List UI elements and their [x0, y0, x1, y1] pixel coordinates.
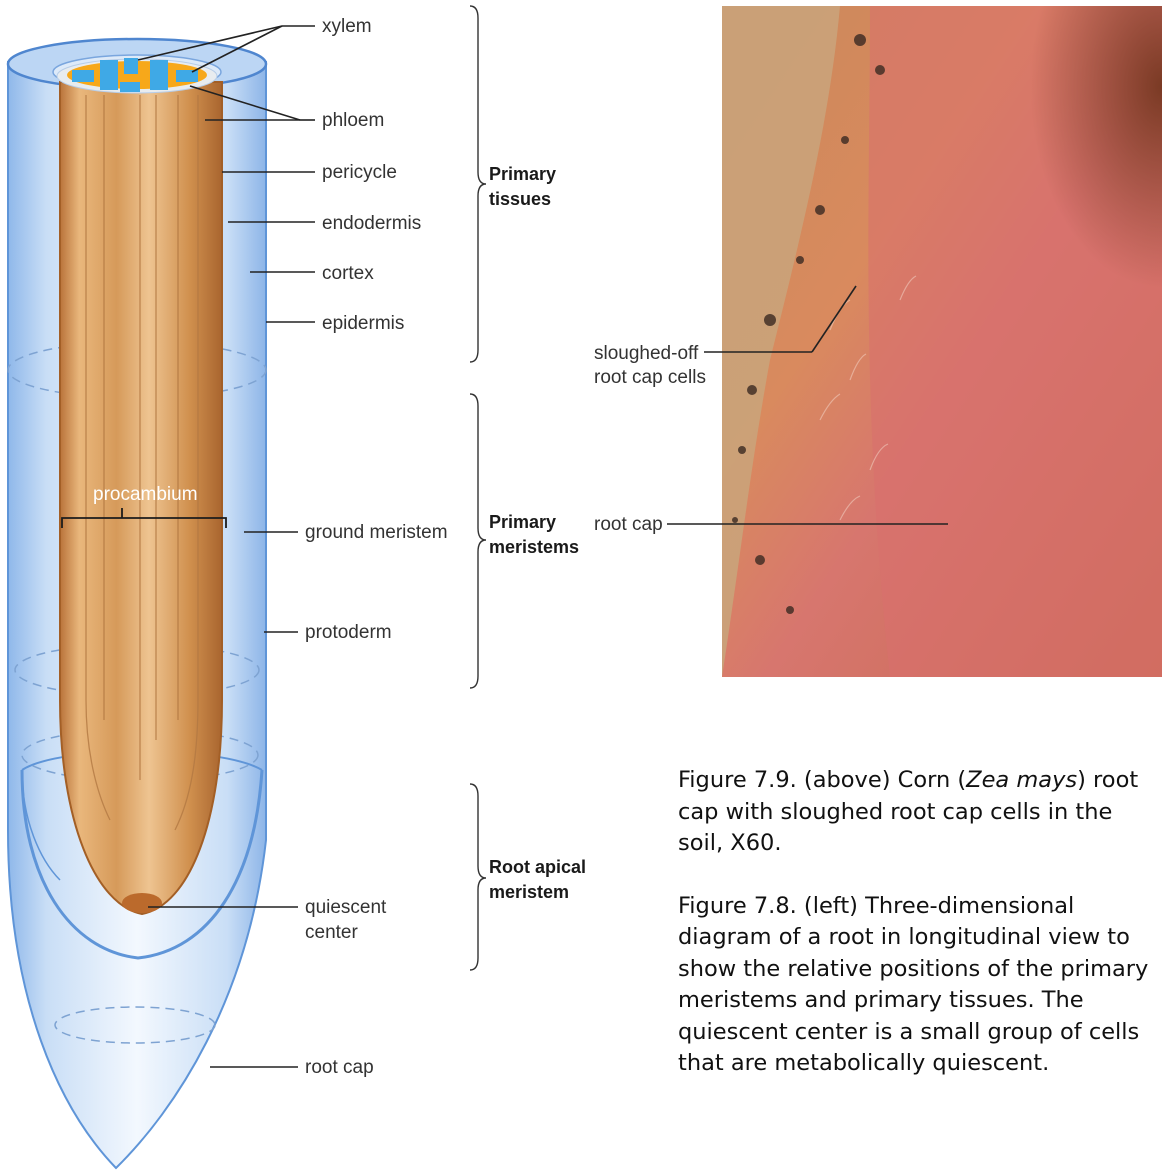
group-primary-meristems-1: Primary [489, 512, 556, 532]
caption-fig79-line3: soil, X60. [678, 828, 1162, 860]
label-quiescent-center-1: quiescent [305, 897, 387, 918]
caption-fig78-line4: meristems and primary tissues. The [678, 985, 1162, 1017]
group-root-apical-2: meristem [489, 882, 569, 902]
brace-root-apical-meristem [470, 784, 486, 970]
caption-fig78-line6: that are metabolically quiescent. [678, 1048, 1162, 1080]
caption-fig78-line3: show the relative positions of the prima… [678, 954, 1162, 986]
label-endodermis: endodermis [322, 213, 421, 234]
label-pericycle: pericycle [322, 162, 397, 183]
label-cortex: cortex [322, 263, 374, 284]
group-primary-meristems-2: meristems [489, 537, 579, 557]
figure-caption: Figure 7.9. (above) Corn (Zea mays) root… [678, 765, 1162, 1080]
caption-gap [678, 860, 1162, 891]
group-primary-tissues-1: Primary [489, 164, 556, 184]
caption-fig78-line5: quiescent center is a small group of cel… [678, 1017, 1162, 1049]
group-primary-tissues-2: tissues [489, 189, 551, 209]
brace-primary-tissues [470, 6, 486, 362]
group-root-apical-1: Root apical [489, 857, 586, 877]
caption-fig79-line2: cap with sloughed root cap cells in the [678, 797, 1162, 829]
label-procambium: procambium [93, 484, 198, 505]
label-protoderm: protoderm [305, 622, 392, 643]
caption-fig78-line1: Figure 7.8. (left) Three-dimensional [678, 891, 1162, 923]
label-xylem: xylem [322, 16, 372, 37]
label-epidermis: epidermis [322, 313, 404, 334]
label-quiescent-center-2: center [305, 922, 358, 943]
label-root-cap: root cap [305, 1057, 374, 1078]
caption-fig78-line2: diagram of a root in longitudinal view t… [678, 922, 1162, 954]
label-ground-meristem: ground meristem [305, 522, 448, 543]
brace-primary-meristems [470, 394, 486, 688]
photo-label-sloughed-2: root cap cells [594, 367, 706, 388]
caption-fig79-line1: Figure 7.9. (above) Corn (Zea mays) root [678, 765, 1162, 797]
photo-label-root-cap: root cap [594, 514, 663, 535]
photo-label-sloughed-1: sloughed-off [594, 343, 699, 364]
label-phloem: phloem [322, 110, 384, 131]
caption-species-italic: Zea mays [966, 767, 1077, 793]
micrograph-photo [722, 6, 1162, 677]
